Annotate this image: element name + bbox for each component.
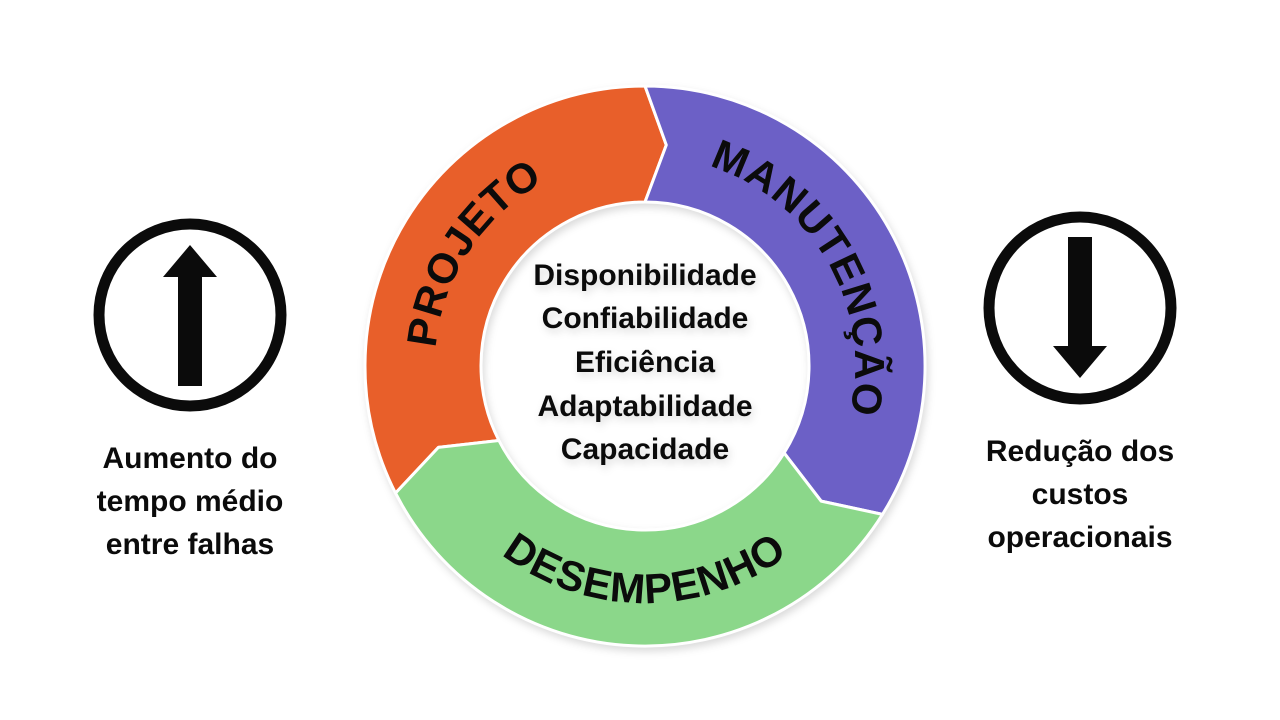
segment-manutencao (643, 84, 927, 516)
caption-line: Redução dos (985, 435, 1175, 468)
left-callout-caption: Aumento do tempo médio entre falhas (58, 437, 322, 566)
arrow-up-circle-icon (93, 218, 287, 412)
center-attributes: Disponibilidade Confiabilidade Eficiênci… (533, 259, 756, 466)
center-item: Capacidade (561, 433, 729, 466)
up-arrow-glyph (163, 245, 217, 386)
segment-desempenho (394, 439, 884, 648)
left-callout: Aumento do tempo médio entre falhas (58, 215, 322, 566)
caption-line: operacionais (987, 521, 1173, 554)
right-callout: Redução dos custos operacionais (948, 208, 1212, 559)
caption-line: Aumento do (102, 442, 278, 475)
segment-projeto (363, 84, 668, 495)
center-item: Adaptabilidade (537, 390, 752, 423)
caption-line: custos (1031, 478, 1129, 511)
center-item: Disponibilidade (533, 259, 756, 292)
down-arrow-glyph (1053, 237, 1107, 378)
center-item: Eficiência (575, 346, 715, 379)
center-item: Confiabilidade (542, 302, 749, 335)
caption-line: entre falhas (105, 528, 275, 561)
icon-circle (983, 211, 1177, 405)
cycle-diagram: PROJETO MANUTENÇÃO DESEMPENHO Disponibil… (363, 84, 927, 648)
icon-circle (93, 218, 287, 412)
arrow-down-circle-icon (983, 211, 1177, 405)
right-callout-caption: Redução dos custos operacionais (948, 430, 1212, 559)
caption-line: tempo médio (96, 485, 284, 518)
